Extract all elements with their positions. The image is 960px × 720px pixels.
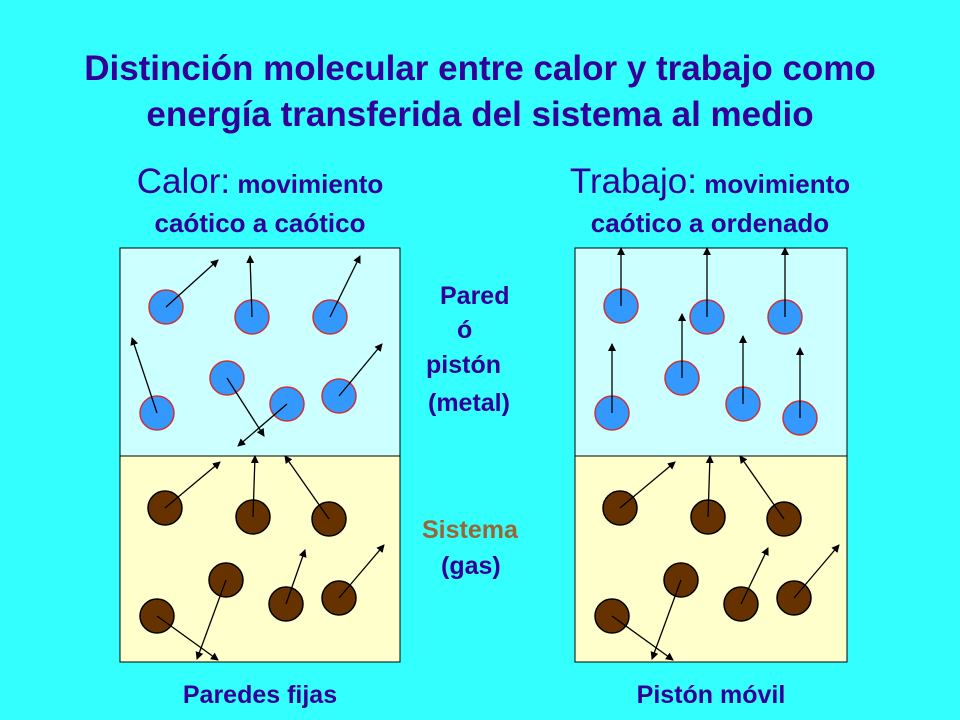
slide-title: Distinción molecular entre calor y traba… bbox=[0, 46, 960, 138]
velocity-arrow bbox=[740, 547, 769, 605]
velocity-arrow bbox=[793, 544, 840, 599]
velocity-arrow bbox=[165, 259, 219, 308]
velocity-arrow bbox=[164, 461, 221, 509]
velocity-arrow bbox=[650, 579, 682, 660]
heat-heading: Calor: movimiento caótico a caótico bbox=[80, 162, 440, 240]
velocity-arrow bbox=[246, 255, 255, 318]
velocity-arrow bbox=[739, 455, 785, 520]
velocity-arrow bbox=[338, 343, 383, 397]
velocity-arrow bbox=[237, 403, 288, 447]
work-heading-main: Trabajo: bbox=[569, 162, 697, 201]
title-line-2: energía transferida del sistema al medio bbox=[146, 95, 814, 134]
left-system-molecules bbox=[139, 490, 357, 634]
heat-heading-main: Calor: bbox=[136, 162, 231, 201]
label-metal: (metal) bbox=[428, 389, 510, 417]
left-caption: Paredes fijas bbox=[182, 681, 338, 709]
velocity-arrow bbox=[611, 615, 674, 661]
velocity-arrow bbox=[285, 549, 307, 605]
velocity-arrow bbox=[705, 455, 714, 518]
label-pared: Pared bbox=[440, 282, 510, 310]
velocity-arrow bbox=[226, 377, 265, 437]
work-heading: Trabajo: movimiento caótico a ordenado bbox=[500, 162, 920, 240]
velocity-arrow bbox=[156, 615, 219, 661]
velocity-arrow bbox=[619, 461, 676, 509]
title-line-1: Distinción molecular entre calor y traba… bbox=[84, 49, 876, 88]
velocity-arrow bbox=[338, 544, 385, 599]
velocity-arrow bbox=[195, 579, 227, 660]
right-medium-arrows bbox=[608, 247, 804, 418]
right-system-arrows bbox=[611, 455, 840, 661]
left-panel bbox=[119, 247, 401, 663]
left-medium-arrows bbox=[130, 255, 383, 447]
right-caption: Pistón móvil bbox=[636, 681, 786, 709]
right-panel bbox=[574, 247, 848, 663]
heat-heading-line2: caótico a caótico bbox=[154, 208, 366, 238]
velocity-arrow bbox=[329, 255, 361, 318]
label-sistema: Sistema bbox=[422, 516, 518, 544]
label-gas: (gas) bbox=[441, 552, 501, 580]
label-piston: pistón bbox=[426, 351, 501, 379]
work-heading-rest: movimiento bbox=[696, 169, 851, 199]
label-o: ó bbox=[457, 316, 473, 344]
work-heading-line2: caótico a ordenado bbox=[590, 208, 830, 238]
velocity-arrow bbox=[250, 455, 259, 518]
left-system-arrows bbox=[156, 455, 385, 661]
heat-heading-rest: movimiento bbox=[230, 169, 384, 199]
velocity-arrow bbox=[284, 455, 330, 520]
velocity-arrow bbox=[130, 337, 158, 414]
